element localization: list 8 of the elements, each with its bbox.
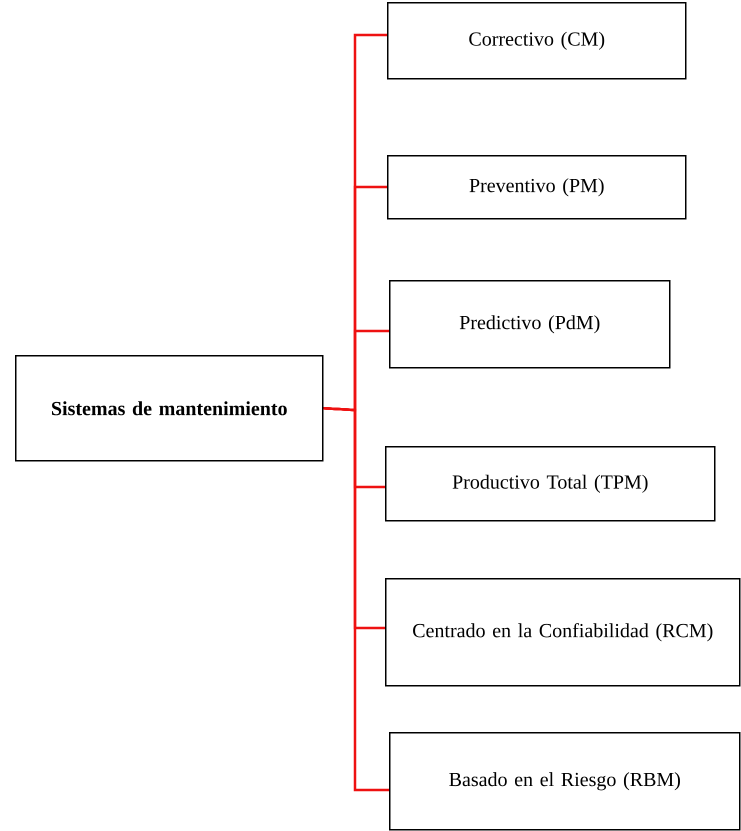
- process-box: Productivo Total (TPM): [385, 446, 716, 522]
- process-box: Correctivo (CM): [387, 2, 686, 80]
- process-box: Centrado en la Confiabilidad (RCM): [385, 578, 740, 686]
- process-box: Basado en el Riesgo (RBM): [389, 732, 740, 830]
- process-box: Preventivo (PM): [387, 155, 686, 220]
- connector-line: [323, 407, 389, 792]
- process-box: Predictivo (PdM): [389, 280, 670, 368]
- process-box: Sistemas de mantenimiento: [15, 355, 324, 462]
